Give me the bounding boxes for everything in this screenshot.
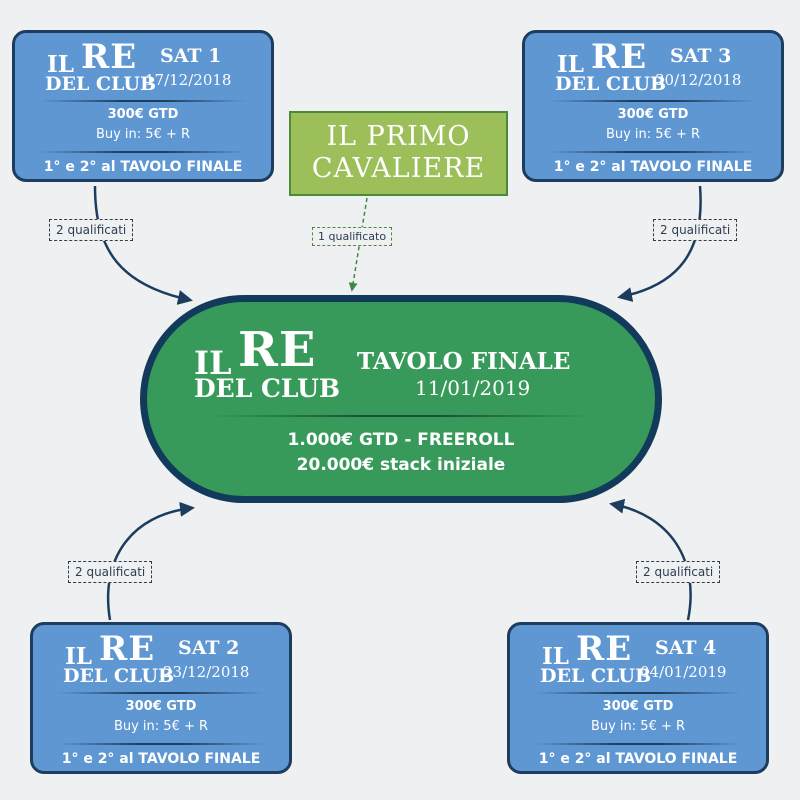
satellite-card-sat2: IL RE DEL CLUB SAT 2 23/12/2018 300€ GTD… — [30, 622, 292, 774]
qualified-label-sat3: 2 qualificati — [653, 219, 738, 241]
qualified-label-sat1: 2 qualificati — [49, 219, 134, 241]
club-logo: IL RE DEL CLUB — [540, 629, 652, 687]
divider — [550, 151, 756, 153]
satellite-gtd: 300€ GTD — [617, 107, 689, 122]
divider — [550, 100, 756, 102]
qualified-label-primo: 1 qualificato — [312, 227, 393, 246]
arrow-sat1 — [93, 185, 193, 305]
satellite-finale-note: 1° e 2° al TAVOLO FINALE — [538, 751, 738, 767]
arrow-sat3 — [617, 185, 702, 302]
arrow-sat4 — [609, 498, 692, 621]
club-logo: IL RE DEL CLUB — [555, 37, 667, 95]
final-table-card: IL RE DEL CLUB TAVOLO FINALE 11/01/2019 … — [140, 295, 662, 503]
final-date: 11/01/2019 — [415, 376, 531, 400]
satellite-name: SAT 3 — [670, 45, 732, 67]
club-logo: IL RE DEL CLUB — [63, 629, 175, 687]
final-title: TAVOLO FINALE — [357, 348, 571, 375]
satellite-name: SAT 4 — [655, 637, 717, 659]
satellite-finale-note: 1° e 2° al TAVOLO FINALE — [553, 159, 753, 175]
qualified-label-sat4: 2 qualificati — [636, 561, 721, 583]
satellite-card-sat3: IL RE DEL CLUB SAT 3 30/12/2018 300€ GTD… — [522, 30, 784, 182]
final-stack: 20.000€ stack iniziale — [296, 455, 506, 475]
qualified-label-sat2: 2 qualificati — [68, 561, 153, 583]
divider — [207, 415, 595, 417]
satellite-buyin: Buy in: 5€ + R — [590, 719, 686, 734]
final-gtd: 1.000€ GTD - FREEROLL — [287, 430, 515, 450]
divider — [40, 151, 246, 153]
divider — [58, 743, 264, 745]
divider — [535, 743, 741, 745]
satellite-date: 30/12/2018 — [655, 71, 742, 89]
satellite-date: 17/12/2018 — [145, 71, 232, 89]
satellite-name: SAT 2 — [178, 637, 240, 659]
club-logo: IL RE DEL CLUB — [45, 37, 157, 95]
satellite-gtd: 300€ GTD — [107, 107, 179, 122]
satellite-date: 23/12/2018 — [163, 663, 250, 681]
club-logo: IL RE DEL CLUB — [194, 322, 341, 403]
satellite-finale-note: 1° e 2° al TAVOLO FINALE — [43, 159, 243, 175]
satellite-gtd: 300€ GTD — [602, 699, 674, 714]
satellite-name: SAT 1 — [160, 45, 222, 67]
satellite-gtd: 300€ GTD — [125, 699, 197, 714]
divider — [535, 692, 741, 694]
satellite-buyin: Buy in: 5€ + R — [605, 127, 701, 142]
primo-line1: IL PRIMO — [326, 121, 471, 152]
arrow-sat2 — [106, 501, 195, 621]
divider — [40, 100, 246, 102]
satellite-date: 04/01/2019 — [640, 663, 727, 681]
divider — [58, 692, 264, 694]
primo-cavaliere-box: IL PRIMO CAVALIERE — [289, 111, 508, 196]
satellite-finale-note: 1° e 2° al TAVOLO FINALE — [61, 751, 261, 767]
satellite-buyin: Buy in: 5€ + R — [95, 127, 191, 142]
arrow-primo — [348, 197, 368, 292]
primo-line2: CAVALIERE — [311, 153, 486, 184]
satellite-card-sat4: IL RE DEL CLUB SAT 4 04/01/2019 300€ GTD… — [507, 622, 769, 774]
satellite-buyin: Buy in: 5€ + R — [113, 719, 209, 734]
satellite-card-sat1: IL RE DEL CLUB SAT 1 17/12/2018 300€ GTD… — [12, 30, 274, 182]
